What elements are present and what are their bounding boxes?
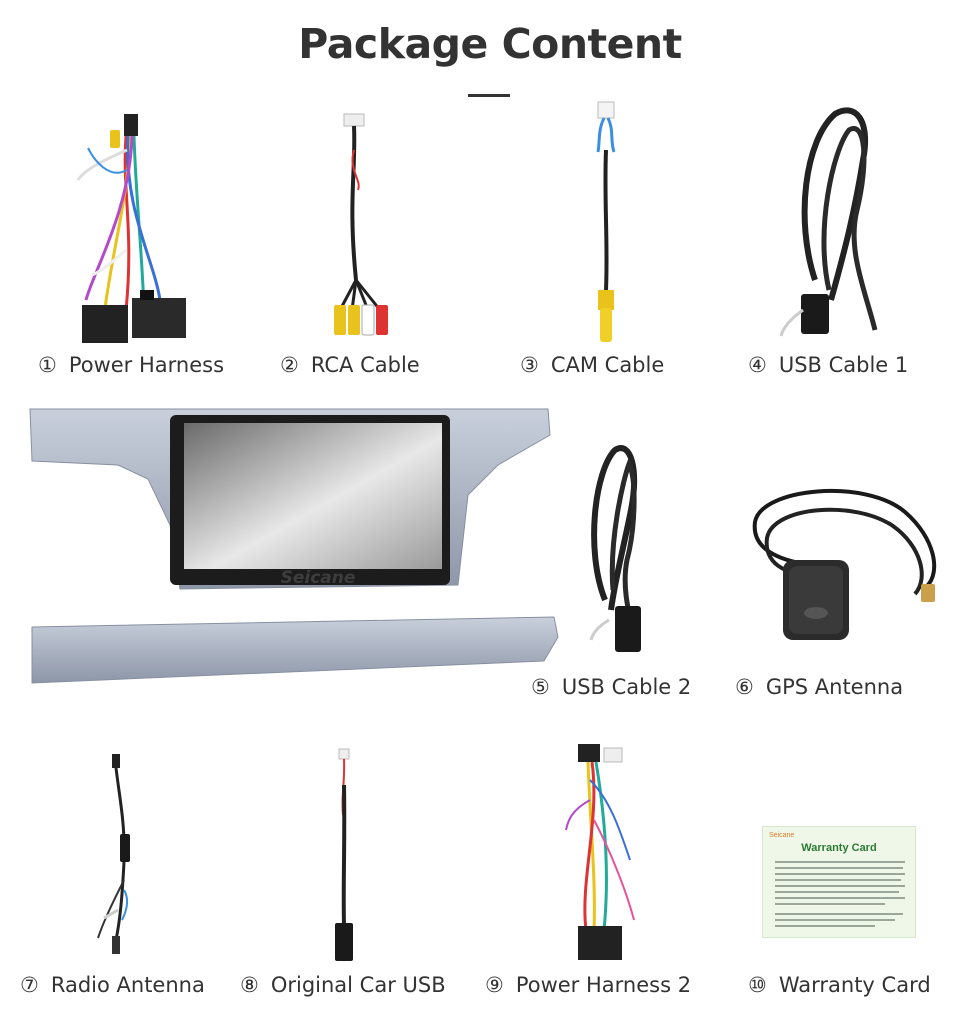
- rca-cable-image: [334, 113, 388, 336]
- original-car-usb-image: [335, 748, 353, 961]
- gps-antenna-image: [752, 488, 937, 640]
- item-number: ⑩: [748, 973, 767, 997]
- item-label-cam-cable: ③ CAM Cable: [520, 353, 664, 377]
- item-label-gps-antenna: ⑥ GPS Antenna: [735, 675, 903, 699]
- item-label-power-harness-2: ⑨ Power Harness 2: [485, 973, 691, 997]
- item-number: ⑤: [531, 675, 550, 699]
- item-text: Power Harness: [68, 353, 225, 377]
- item-text: Power Harness 2: [515, 973, 692, 997]
- card-text-line: [775, 885, 905, 887]
- item-label-warranty-card: ⑩ Warranty Card: [748, 973, 931, 997]
- power-harness-image: [76, 114, 186, 343]
- item-label-power-harness: ① Power Harness: [38, 353, 224, 377]
- head-unit-brand: Seicane: [281, 568, 356, 588]
- item-number: ⑦: [20, 973, 39, 997]
- card-text-line: [775, 913, 903, 915]
- page-title: Package Content: [298, 20, 682, 68]
- item-number: ③: [520, 353, 539, 377]
- card-text-line: [775, 897, 905, 899]
- usb-cable-1-image: [779, 107, 878, 337]
- item-number: ⑨: [485, 973, 504, 997]
- card-text-line: [775, 919, 895, 921]
- usb-cable-2-image: [589, 445, 641, 652]
- item-text: Original Car USB: [270, 973, 446, 997]
- power-harness-2-image: [565, 744, 635, 960]
- item-label-usb-cable-1: ④ USB Cable 1: [748, 353, 908, 377]
- item-number: ④: [748, 353, 767, 377]
- cam-cable-image: [596, 101, 616, 342]
- warranty-card-image: Seicane Warranty Card: [762, 826, 916, 938]
- item-text: Radio Antenna: [50, 973, 205, 997]
- item-label-radio-antenna: ⑦ Radio Antenna: [20, 973, 205, 997]
- warranty-card-title: Warranty Card: [801, 842, 877, 854]
- item-label-original-car-usb: ⑧ Original Car USB: [240, 973, 446, 997]
- item-text: GPS Antenna: [765, 675, 904, 699]
- card-text-line: [775, 873, 905, 875]
- radio-antenna-image: [97, 754, 130, 954]
- item-number: ①: [38, 353, 57, 377]
- card-text-line: [775, 867, 903, 869]
- item-text: Warranty Card: [778, 973, 931, 997]
- item-label-rca-cable: ② RCA Cable: [280, 353, 420, 377]
- card-text-line: [775, 861, 905, 863]
- card-text-line: [775, 925, 875, 927]
- item-text: CAM Cable: [550, 353, 665, 377]
- title-divider: [468, 94, 510, 97]
- item-text: RCA Cable: [310, 353, 420, 377]
- warranty-card-brand: Seicane: [769, 832, 795, 839]
- head-unit-image: Seicane: [29, 408, 559, 684]
- card-text-line: [775, 903, 885, 905]
- item-text: USB Cable 1: [778, 353, 909, 377]
- item-text: USB Cable 2: [561, 675, 692, 699]
- item-number: ②: [280, 353, 299, 377]
- card-text-line: [775, 879, 901, 881]
- item-number: ⑥: [735, 675, 754, 699]
- card-text-line: [775, 891, 899, 893]
- item-number: ⑧: [240, 973, 259, 997]
- item-label-usb-cable-2: ⑤ USB Cable 2: [531, 675, 691, 699]
